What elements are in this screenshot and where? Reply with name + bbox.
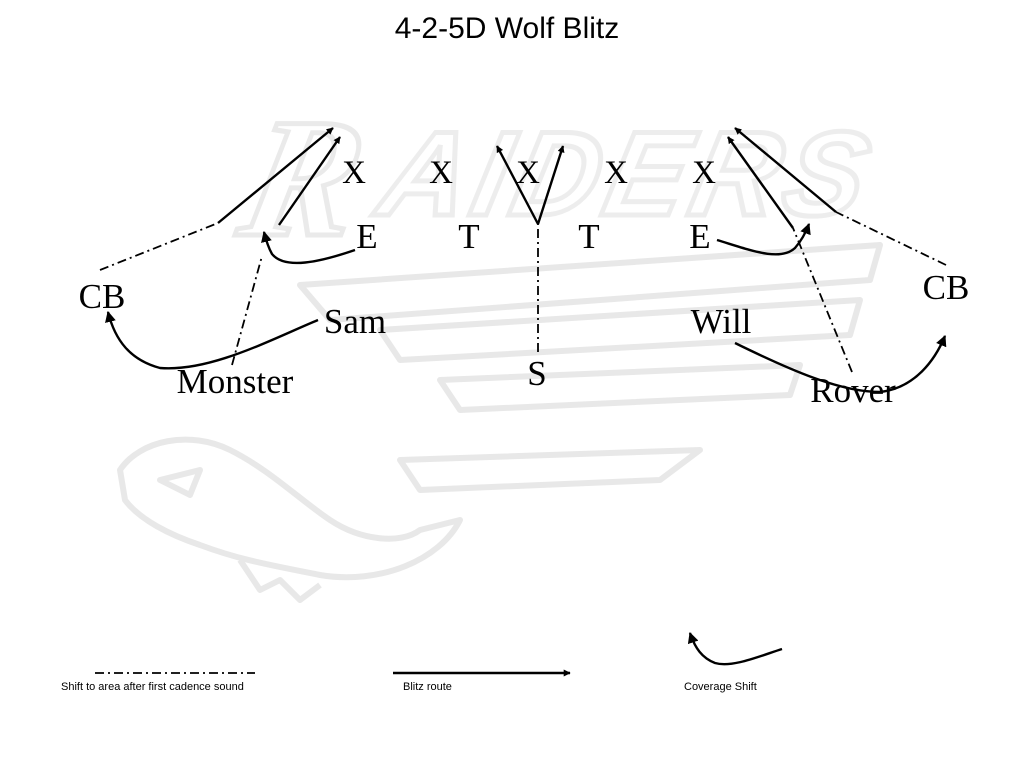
right-end-label: E [689,217,710,256]
right-cb-blitz-route [734,127,837,213]
offensive-line: X X X X X [342,155,716,191]
left-end-coverage-shift [261,230,356,265]
legend-coverage-sample [687,631,783,666]
right-cb-shift-line [835,211,947,266]
monster-blitz-route [278,136,341,226]
legend: Shift to area after first cadence sound … [61,631,783,693]
svg-text:AIDERS: AIDERS [366,106,887,240]
left-cb-shift-line [99,222,219,271]
monster-label: Monster [177,362,294,401]
offense-x-4: X [604,155,628,191]
cornerback-left-label: CB [79,277,126,316]
rover-label: Rover [810,371,896,410]
right-end-coverage-shift [716,222,811,256]
left-cb-blitz-route [217,127,334,224]
left-side-routes [99,127,356,370]
will-coverage-shift [734,334,947,394]
offense-x-2: X [429,155,453,191]
defensive-front: E T T E S Sam Will Monster Rover CB CB [79,217,970,410]
offense-x-5: X [692,155,716,191]
page-title: 4-2-5D Wolf Blitz [395,12,620,45]
safety-label: S [527,354,546,393]
raiders-watermark-logo: R AIDERS [117,82,889,603]
will-label: Will [691,302,752,341]
cornerback-right-label: CB [923,268,970,307]
right-side-routes [716,127,947,394]
rover-shift-line [792,227,853,373]
offense-x-3: X [516,155,540,191]
safety-blitz-left [495,145,540,225]
sam-coverage-shift [105,310,319,370]
left-tackle-label: T [458,217,479,256]
legend-coverage-label: Coverage Shift [684,681,757,693]
left-end-label: E [356,217,377,256]
safety-blitz-right [536,145,565,225]
rover-blitz-route [727,136,794,229]
right-tackle-label: T [578,217,599,256]
sam-label: Sam [324,302,386,341]
offense-x-1: X [342,155,366,191]
legend-shift-label: Shift to area after first cadence sound [61,681,244,693]
middle-routes [495,145,565,352]
legend-blitz-label: Blitz route [403,681,452,693]
